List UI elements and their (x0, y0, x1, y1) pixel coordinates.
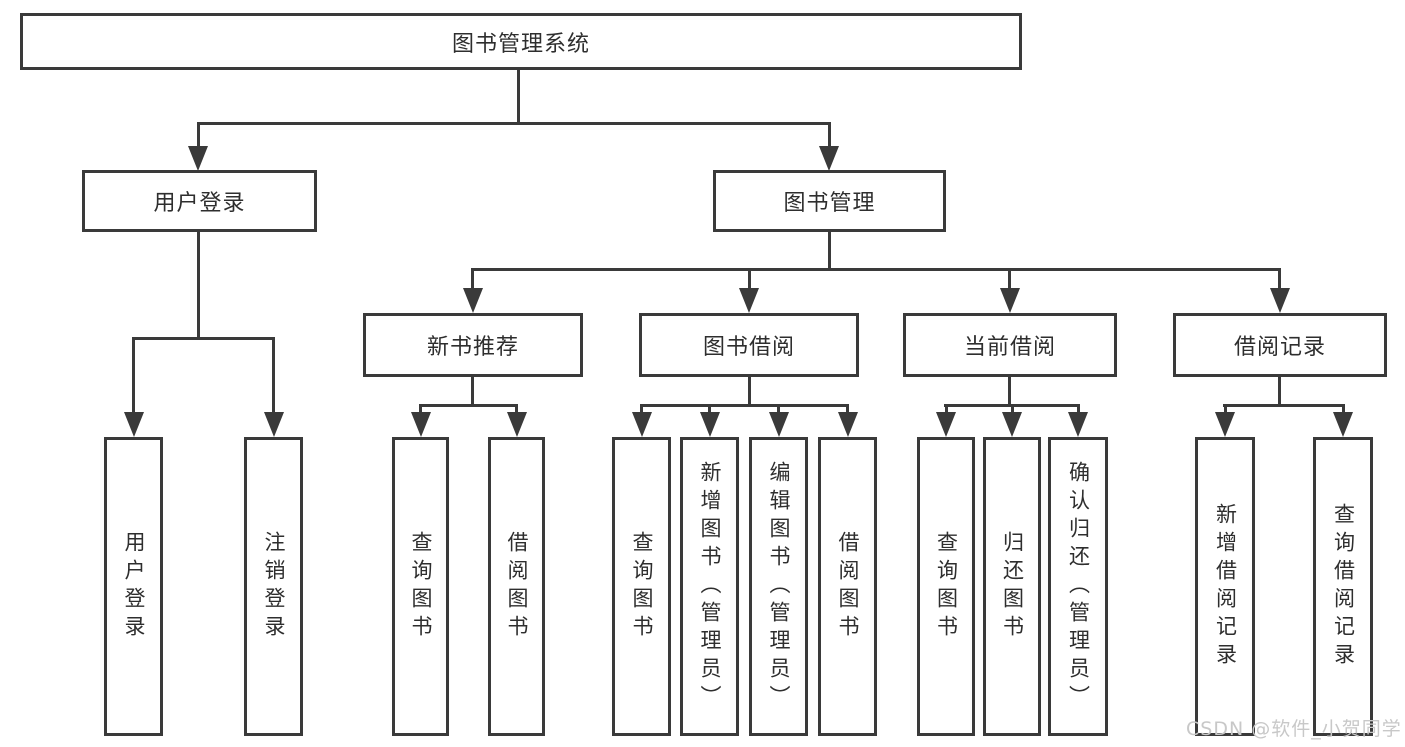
connector-drop-bb-add (708, 404, 711, 414)
arrowhead-leaf-login (124, 412, 144, 437)
leaf-cb-return-books: 归还图书 (983, 437, 1041, 736)
leaf-logout-label: 注销登录 (262, 530, 286, 643)
leaf-rec-borrow-books-label: 借阅图书 (505, 530, 529, 643)
connector-book-borrow-stem (748, 377, 751, 404)
arrowhead-bb-add (700, 412, 720, 437)
connector-current-borrow-stem (1008, 377, 1011, 404)
leaf-rec-query-books: 查询图书 (392, 437, 449, 736)
connector-drop-book-management (828, 122, 831, 148)
arrowhead-br-query (1333, 412, 1353, 437)
connector-drop-br-query (1342, 404, 1345, 414)
leaf-cb-query-books: 查询图书 (917, 437, 975, 736)
node-borrow-records: 借阅记录 (1173, 313, 1387, 377)
leaf-br-add-record-label: 新增借阅记录 (1213, 502, 1238, 671)
connector-borrow-records-branch (1223, 404, 1345, 407)
connector-drop-cb-query (945, 404, 948, 414)
leaf-bb-add-books-admin: 新增图书（管理员） (680, 437, 739, 736)
arrowhead-current-borrow (1000, 288, 1020, 313)
connector-root-stem (517, 70, 520, 122)
arrowhead-cb-return (1002, 412, 1022, 437)
leaf-bb-query-books: 查询图书 (612, 437, 671, 736)
node-current-borrow: 当前借阅 (903, 313, 1117, 377)
connector-book-management-stem (828, 232, 831, 268)
arrowhead-br-add (1215, 412, 1235, 437)
connector-new-book-branch (419, 404, 518, 407)
connector-drop-leaf-logout (272, 337, 275, 412)
leaf-cb-query-books-label: 查询图书 (934, 530, 959, 643)
arrowhead-bb-query (632, 412, 652, 437)
leaf-user-login-label: 用户登录 (122, 530, 146, 643)
connector-drop-leaf-login (132, 337, 135, 412)
node-new-book-recommend: 新书推荐 (363, 313, 583, 377)
connector-drop-bb-query (640, 404, 643, 414)
leaf-br-add-record: 新增借阅记录 (1195, 437, 1255, 736)
connector-new-book-stem (471, 377, 474, 404)
leaf-bb-borrow-books-label: 借阅图书 (836, 530, 860, 643)
arrowhead-rec-query (411, 412, 431, 437)
connector-drop-new-book (471, 268, 474, 288)
leaf-logout: 注销登录 (244, 437, 303, 736)
leaf-rec-borrow-books: 借阅图书 (488, 437, 545, 736)
leaf-bb-add-books-admin-label: 新增图书（管理员） (698, 460, 722, 713)
connector-user-login-branch (132, 337, 275, 340)
leaf-br-query-record: 查询借阅记录 (1313, 437, 1373, 736)
arrowhead-cb-query (936, 412, 956, 437)
connector-drop-bb-borrow (846, 404, 849, 414)
connector-drop-book-borrow (748, 268, 751, 288)
connector-borrow-records-stem (1278, 377, 1281, 404)
arrowhead-user-login (188, 146, 208, 171)
leaf-bb-edit-books-admin-label: 编辑图书（管理员） (767, 460, 791, 713)
leaf-bb-query-books-label: 查询图书 (630, 530, 654, 643)
leaf-br-query-record-label: 查询借阅记录 (1331, 502, 1356, 671)
leaf-cb-confirm-return-admin: 确认归还（管理员） (1048, 437, 1108, 736)
connector-drop-bb-edit (777, 404, 780, 414)
connector-level2-branch (197, 122, 831, 125)
csdn-watermark: CSDN @软件_小贺同学 (1186, 718, 1402, 740)
arrowhead-leaf-logout (264, 412, 284, 437)
connector-drop-borrow-records (1278, 268, 1281, 288)
arrowhead-book-borrow (739, 288, 759, 313)
leaf-cb-confirm-return-admin-label: 确认归还（管理员） (1066, 460, 1091, 713)
arrowhead-borrow-records (1270, 288, 1290, 313)
connector-drop-br-add (1224, 404, 1227, 414)
leaf-rec-query-books-label: 查询图书 (409, 530, 433, 643)
arrowhead-bb-borrow (838, 412, 858, 437)
leaf-cb-return-books-label: 归还图书 (1000, 530, 1025, 643)
node-library-management-system: 图书管理系统 (20, 13, 1022, 70)
node-book-management: 图书管理 (713, 170, 946, 232)
leaf-user-login: 用户登录 (104, 437, 163, 736)
leaf-bb-edit-books-admin: 编辑图书（管理员） (749, 437, 808, 736)
connector-drop-cb-return (1011, 404, 1014, 414)
connector-drop-rec-borrow (515, 404, 518, 414)
leaf-bb-borrow-books: 借阅图书 (818, 437, 877, 736)
connector-drop-current-borrow (1008, 268, 1011, 288)
node-book-borrow: 图书借阅 (639, 313, 859, 377)
connector-drop-cb-confirm (1077, 404, 1080, 414)
arrowhead-bb-edit (769, 412, 789, 437)
connector-user-login-stem (197, 232, 200, 337)
connector-level3-branch (471, 268, 1281, 271)
connector-drop-rec-query (419, 404, 422, 414)
node-user-login: 用户登录 (82, 170, 317, 232)
connector-book-borrow-branch (640, 404, 849, 407)
connector-drop-user-login (197, 122, 200, 148)
arrowhead-cb-confirm (1068, 412, 1088, 437)
arrowhead-book-management (819, 146, 839, 171)
arrowhead-rec-borrow (507, 412, 527, 437)
arrowhead-new-book (463, 288, 483, 313)
